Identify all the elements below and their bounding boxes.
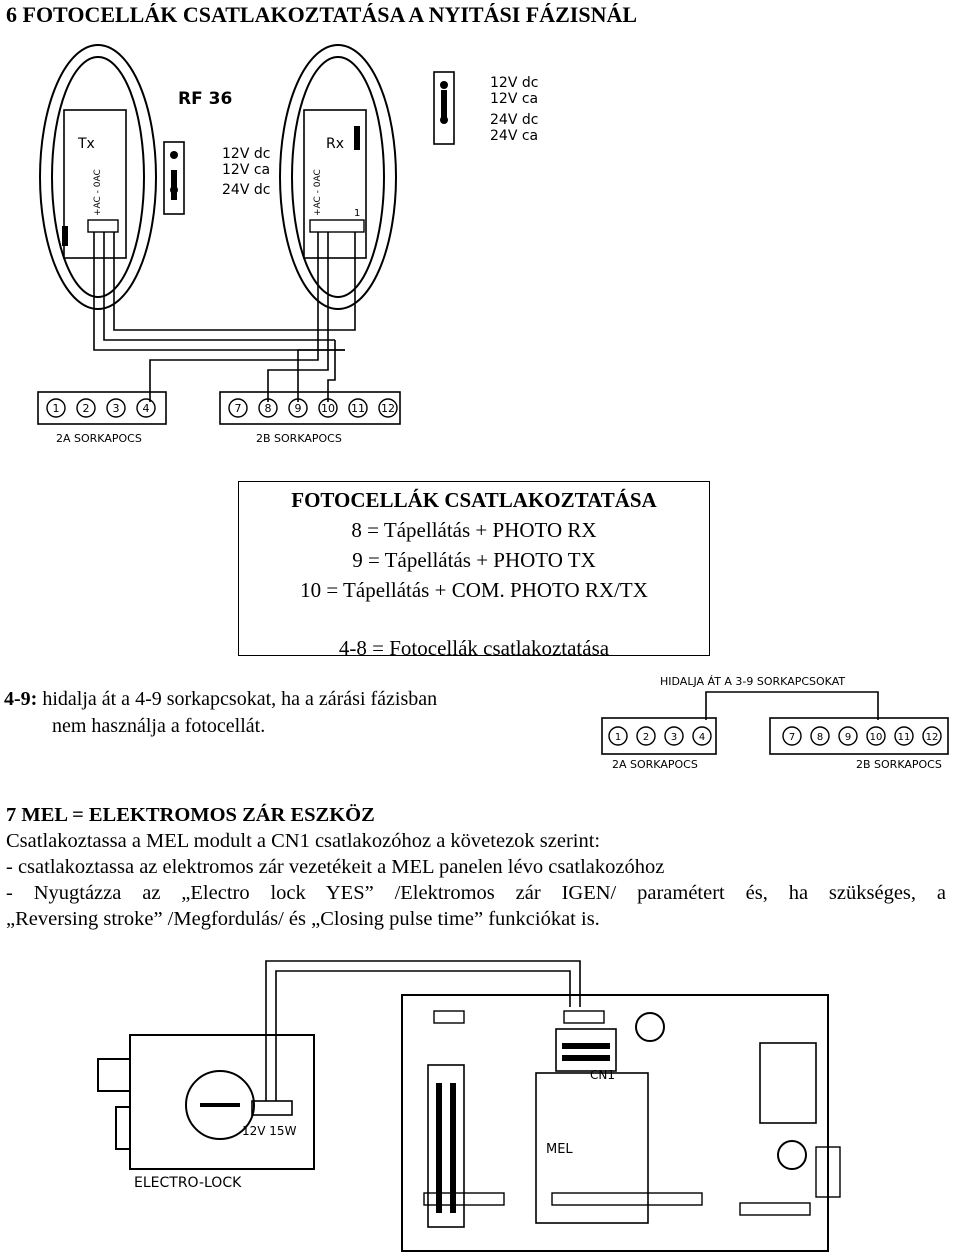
bridge-text-2: nem használja a fotocellát. [52, 715, 266, 737]
info-line-1: 8 = Tápellátás + PHOTO RX [351, 518, 597, 542]
svg-text:24V dc: 24V dc [490, 112, 538, 128]
info-line-4: 4-8 = Fotocellák csatlakoztatása [338, 636, 610, 660]
svg-text:1: 1 [354, 208, 360, 219]
svg-text:9: 9 [295, 402, 302, 415]
svg-text:1: 1 [53, 402, 60, 415]
svg-text:12V dc: 12V dc [222, 146, 270, 162]
control-board [401, 994, 829, 1252]
strip-a-label: 2A SORKAPOCS [56, 432, 142, 445]
electro-lock-label: ELECTRO-LOCK [134, 1175, 242, 1191]
svg-text:12: 12 [381, 402, 395, 415]
tx-label: Tx [77, 136, 95, 152]
model-label: RF 36 [178, 89, 232, 109]
cn1-label: CN1 [590, 1068, 615, 1082]
section-7-title: 7 MEL = ELEKTROMOS ZÁR ESZKÖZ [6, 804, 375, 826]
info-line-3: 10 = Tápellátás + COM. PHOTO RX/TX [300, 578, 648, 602]
svg-text:24V ca: 24V ca [490, 128, 538, 144]
svg-text:12V ca: 12V ca [490, 91, 538, 107]
rx-label: Rx [326, 136, 344, 152]
svg-text:2: 2 [643, 732, 649, 743]
svg-text:+AC - 0AC: +AC - 0AC [313, 169, 323, 216]
svg-text:11: 11 [351, 402, 365, 415]
svg-text:12V dc: 12V dc [490, 75, 538, 91]
section-7-line-1: Csatlakoztassa a MEL modult a CN1 csatla… [6, 830, 601, 852]
svg-text:1: 1 [615, 732, 621, 743]
svg-text:3: 3 [671, 732, 677, 743]
page-heading: 6 FOTOCELLÁK CSATLAKOZTATÁSA A NYITÁSI F… [6, 2, 638, 27]
svg-text:10: 10 [870, 732, 883, 743]
photocell-info-box: FOTOCELLÁK CSATLAKOZTATÁSA 8 = Tápellátá… [238, 481, 710, 660]
section-7: 7 MEL = ELEKTROMOS ZÁR ESZKÖZ Csatlakozt… [6, 802, 946, 932]
lock-specs-label: 12V 15W [242, 1124, 297, 1138]
svg-text:2A SORKAPOCS: 2A SORKAPOCS [612, 758, 698, 771]
svg-text:9: 9 [845, 732, 851, 743]
section-7-line-3: - Nyugtázza az „Electro lock YES” /Elekt… [6, 882, 946, 904]
section-7-line-2: - csatlakoztassa az elektromos zár vezet… [6, 856, 665, 878]
photocell-wiring-diagram: RF 36 Tx Rx 12V dc 12V ca 24V dc 12V dc … [37, 44, 538, 445]
svg-text:4: 4 [143, 402, 150, 415]
bridge-note: 4-9: hidalja át a 4-9 sorkapcsokat, ha a… [4, 686, 437, 740]
mel-label: MEL [546, 1142, 573, 1157]
bridge-text-1: hidalja át a 4-9 sorkapcsokat, ha a zárá… [42, 688, 438, 710]
electrolock-diagram: 12V 15W ELECTRO-LOCK CN1 MEL [97, 960, 841, 1252]
tx-housing [39, 44, 157, 310]
svg-text:2B SORKAPOCS: 2B SORKAPOCS [856, 758, 942, 771]
electro-lock-body [129, 1034, 315, 1170]
svg-text:12V ca: 12V ca [222, 162, 270, 178]
svg-text:11: 11 [898, 732, 911, 743]
svg-text:3: 3 [113, 402, 120, 415]
svg-text:7: 7 [789, 732, 795, 743]
info-line-2: 9 = Tápellátás + PHOTO TX [352, 548, 596, 572]
svg-text:10: 10 [321, 402, 335, 415]
bridge-label: 4-9: [4, 688, 38, 710]
svg-text:12: 12 [926, 732, 939, 743]
svg-text:8: 8 [817, 732, 823, 743]
info-title: FOTOCELLÁK CSATLAKOZTATÁSA [291, 488, 657, 512]
svg-text:7: 7 [235, 402, 242, 415]
bridge-diagram-title: HIDALJA ÁT A 3-9 SORKAPCSOKAT [660, 675, 845, 688]
svg-text:8: 8 [265, 402, 272, 415]
section-7-line-4: „Reversing stroke” /Megfordulás/ és „Clo… [6, 908, 600, 930]
strip-b-label: 2B SORKAPOCS [256, 432, 342, 445]
svg-text:2: 2 [83, 402, 90, 415]
svg-text:4: 4 [699, 732, 705, 743]
bridge-diagram: HIDALJA ÁT A 3-9 SORKAPCSOKAT 1 2 3 4 7 … [601, 675, 949, 771]
rx-housing [279, 44, 397, 310]
svg-text:24V dc: 24V dc [222, 182, 270, 198]
svg-text:+AC - 0AC: +AC - 0AC [93, 169, 103, 216]
